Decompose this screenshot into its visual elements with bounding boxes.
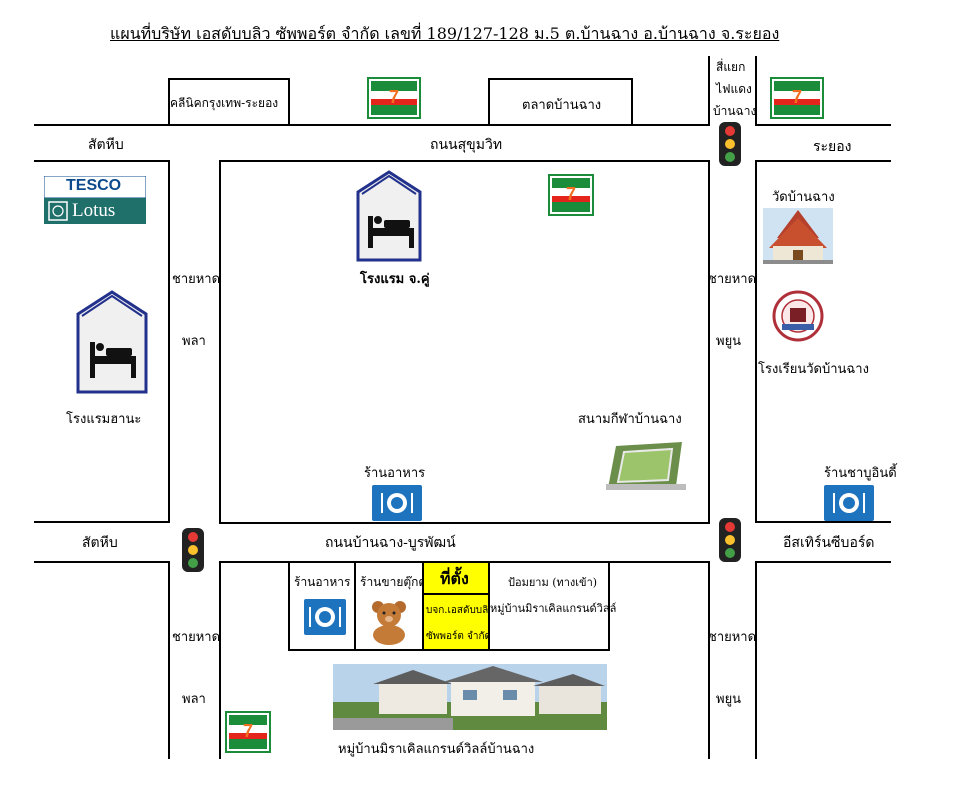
seven-eleven-icon: 7 <box>367 77 421 119</box>
school-seal-icon <box>772 290 824 342</box>
label-pla-beach-4: พลา <box>182 692 206 707</box>
intersection-label-3: บ้านฉาง <box>713 104 757 118</box>
road-sukhumvit-north-edge-right <box>755 124 891 126</box>
location-label: ที่ตั้ง <box>440 569 469 588</box>
road-payoon-west-edge-bottom <box>708 561 710 759</box>
seven-eleven-logo-bottom: 7 <box>225 711 271 753</box>
road-pla-west-edge-top <box>168 160 170 522</box>
hotel-hana-icon <box>76 290 148 394</box>
label-banchang-burapat: ถนนบ้านฉาง-บูรพัฒน์ <box>325 535 456 551</box>
doll-shop-box: ร้านขายตุ๊กตา <box>354 561 424 651</box>
company-name-1: บจก.เอสดับบลิว <box>426 605 494 616</box>
road-banchang-north-edge-left <box>34 521 170 523</box>
guard-booth-label: ป้อมยาม (ทางเข้า) <box>508 576 598 589</box>
seven-eleven-icon: 7 <box>770 77 824 119</box>
label-payoon-beach-1: ชายหาด <box>708 272 757 287</box>
guard-booth-box: ป้อมยาม (ทางเข้า) หมู่บ้านมิราเคิลแกรนด์… <box>488 561 616 651</box>
label-rayong: ระยอง <box>813 139 852 155</box>
shabu-label: ร้านชาบูอินดี้ <box>824 466 897 481</box>
village-entrance-label: หมู่บ้านมิราเคิลแกรนด์วิลล์ <box>490 602 617 615</box>
label-pla-beach-2: พลา <box>182 334 206 349</box>
svg-text:7: 7 <box>243 721 253 741</box>
school-label: โรงเรียนวัดบ้านฉาง <box>758 362 869 377</box>
road-sukhumvit-north-edge <box>34 124 710 126</box>
label-sukhumvit: ถนนสุขุมวิท <box>430 137 503 153</box>
road-banchang-south-edge-right <box>755 561 891 563</box>
road-sukhumvit-south-edge-right <box>755 160 891 162</box>
doll-shop-label: ร้านขายตุ๊กตา <box>360 575 422 589</box>
tesco-lotus-logo: TESCO Lotus <box>43 175 147 224</box>
stadium-icon <box>606 440 686 490</box>
label-payoon-beach-2: พยูน <box>716 334 742 349</box>
label-sattahip-top: สัตหีบ <box>88 137 124 153</box>
teddy-bear-icon <box>364 599 414 645</box>
lotus-text: Lotus <box>72 200 116 221</box>
clinic-label: คลีนิคกรุงเทพ-ระยอง <box>170 96 279 110</box>
hotel-ju-icon <box>356 170 422 262</box>
road-payoon-east-edge-top <box>755 56 757 126</box>
restaurant-label-1: ร้านอาหาร <box>364 466 426 481</box>
restaurant-icon-1 <box>372 485 422 521</box>
seven-eleven-logo-center: 7 <box>548 174 594 216</box>
road-payoon-east-edge-mid <box>755 160 757 522</box>
svg-text:7: 7 <box>389 87 399 107</box>
hotel-ju-label: โรงแรม จ.คู่ <box>360 272 430 287</box>
traffic-light-icon-top <box>717 120 743 168</box>
seven-eleven-logo-top-right: 7 <box>770 77 824 119</box>
restaurant-shop-box: ร้านอาหาร <box>288 561 356 651</box>
road-banchang-south-edge-left <box>34 561 170 563</box>
village-caption: หมู่บ้านมิราเคิลแกรนด์วิลล์บ้านฉาง <box>338 742 535 757</box>
seven-eleven-logo-top: 7 <box>367 77 421 119</box>
temple-label: วัดบ้านฉาง <box>772 190 835 205</box>
hotel-hana-label: โรงแรมฮานะ <box>66 412 142 427</box>
central-block <box>219 160 710 524</box>
road-pla-west-edge-bottom <box>168 561 170 759</box>
intersection-label-2: ไฟแดง <box>716 82 752 96</box>
traffic-light-icon-bottom-left <box>180 526 206 574</box>
label-payoon-beach-4: พยูน <box>716 692 742 707</box>
traffic-light-icon-bottom-right <box>717 516 743 564</box>
map-title: แผนที่บริษัท เอสดับบลิว ซัพพอร์ต จำกัด เ… <box>110 24 780 43</box>
svg-text:7: 7 <box>566 184 576 204</box>
temple-icon <box>763 208 833 264</box>
restaurant-label-2: ร้านอาหาร <box>294 575 351 589</box>
road-pla-east-edge-bottom <box>219 561 221 759</box>
label-pla-beach-3: ชายหาด <box>172 630 221 645</box>
intersection-label-1: สี่แยก <box>716 60 746 74</box>
restaurant-icon-2 <box>304 599 346 635</box>
market-label: ตลาดบ้านฉาง <box>522 98 602 113</box>
location-header: ที่ตั้ง <box>424 563 488 595</box>
road-sukhumvit-south-edge-left <box>34 160 170 162</box>
company-location-box: ที่ตั้ง บจก.เอสดับบลิว ซัพพอร์ต จำกัด <box>422 561 494 651</box>
village-photo <box>333 664 607 730</box>
market-box: ตลาดบ้านฉาง <box>488 78 633 126</box>
seven-eleven-icon: 7 <box>548 174 594 216</box>
company-name-2: ซัพพอร์ต จำกัด <box>426 631 492 642</box>
road-payoon-west-edge-top <box>708 56 710 126</box>
clinic-box: คลีนิคกรุงเทพ-ระยอง <box>168 78 290 126</box>
stadium-label: สนามกีฬาบ้านฉาง <box>578 412 682 427</box>
label-pla-beach-1: ชายหาด <box>172 272 221 287</box>
seven-eleven-icon: 7 <box>225 711 271 753</box>
svg-text:7: 7 <box>792 87 802 107</box>
label-eastern-seaboard: อีสเทิร์นซีบอร์ด <box>783 535 875 551</box>
label-payoon-beach-3: ชายหาด <box>708 630 757 645</box>
road-payoon-east-edge-bottom <box>755 561 757 759</box>
tesco-text: TESCO <box>66 177 122 194</box>
label-sattahip-bottom: สัตหีบ <box>82 535 118 551</box>
road-banchang-north-edge-right <box>755 521 891 523</box>
shabu-icon <box>824 485 874 521</box>
